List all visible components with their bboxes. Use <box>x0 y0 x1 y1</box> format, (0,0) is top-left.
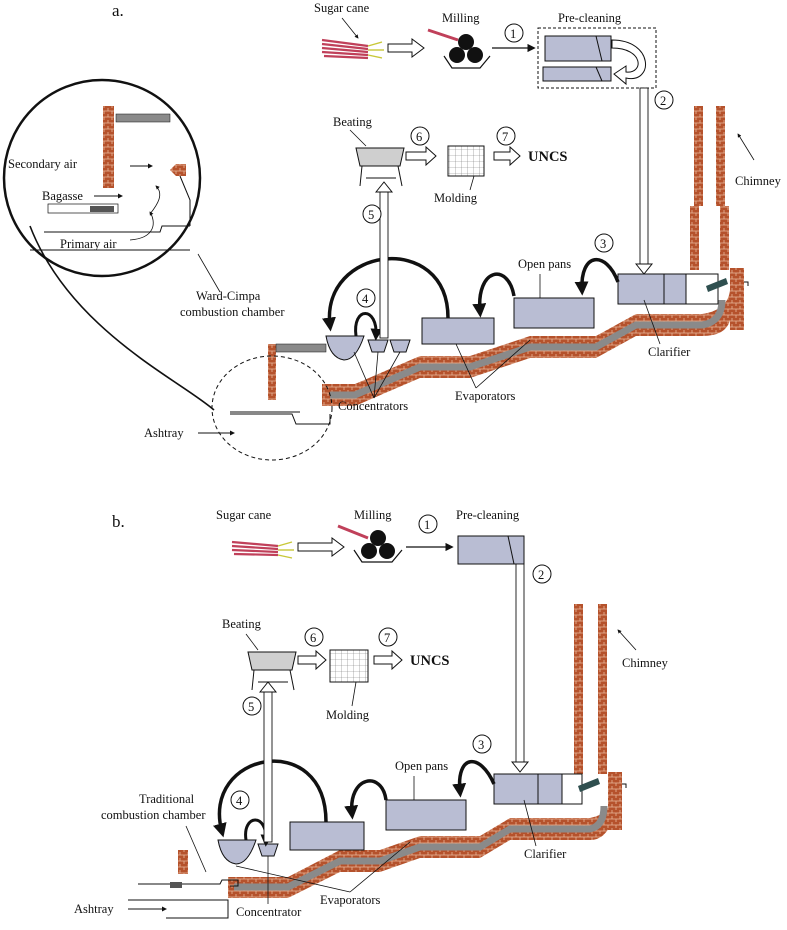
milling-rollers-icon <box>427 28 491 69</box>
step-3-number: 3 <box>600 237 606 251</box>
milling-rollers-icon-b <box>337 524 403 563</box>
step-2-number-b: 2 <box>538 568 544 582</box>
chamber-label-b1: Traditional <box>139 792 195 806</box>
primary-air-label: Primary air <box>60 237 117 251</box>
step-6-number: 6 <box>416 130 422 144</box>
step-7-number: 7 <box>502 130 508 144</box>
step-1-badge <box>504 23 524 43</box>
beating-label: Beating <box>333 115 373 129</box>
step-4-number-b: 4 <box>236 794 243 808</box>
chamber-label-2: combustion chamber <box>180 305 285 319</box>
molding-label-b: Molding <box>326 708 370 722</box>
recycle-arrow-icon <box>611 39 647 86</box>
pre-cleaning-label: Pre-cleaning <box>558 11 622 25</box>
clarifier-label: Clarifier <box>648 345 691 359</box>
flue-duct <box>330 299 726 399</box>
clarifier-label-b: Clarifier <box>524 847 567 861</box>
sugar-cane-icon <box>321 38 384 60</box>
evaporators-label-b: Evaporators <box>320 893 381 907</box>
milling-label: Milling <box>442 11 480 25</box>
flue-duct-b <box>234 805 608 891</box>
step-5-number: 5 <box>368 208 374 222</box>
concentrator-label-b: Concentrator <box>236 905 302 919</box>
evaporator-pan-b <box>289 821 365 851</box>
uncs-label: UNCS <box>528 149 567 165</box>
flow-arrow-hollow <box>387 38 425 58</box>
step-4-badge <box>356 288 376 308</box>
molding-grid-icon-b <box>329 649 369 683</box>
secondary-air-label: Secondary air <box>8 157 78 171</box>
chamber-label-1: Ward-Cimpa <box>196 289 261 303</box>
panel-b-label: b. <box>112 512 125 531</box>
pre-cleaning-label-b: Pre-cleaning <box>456 508 520 522</box>
pre-cleaning-box <box>537 27 657 89</box>
sugar-cane-label-b: Sugar cane <box>216 508 272 522</box>
step-2-badge <box>654 90 674 110</box>
beating-table-icon <box>355 147 405 187</box>
step-7-badge <box>496 126 516 146</box>
open-pan-b <box>385 799 467 831</box>
chimney-label-b: Chimney <box>622 656 669 670</box>
chimney <box>690 106 749 330</box>
sugar-cane-icon-b <box>231 540 294 559</box>
clarifier-tank <box>617 273 687 305</box>
step-5-badge <box>362 204 382 224</box>
evaporators-label: Evaporators <box>455 389 516 403</box>
beating-table-icon-b <box>247 651 297 691</box>
molding-grid-icon <box>447 145 485 177</box>
step-5-number-b: 5 <box>248 700 254 714</box>
chamber-label-b2: combustion chamber <box>101 808 206 822</box>
molding-label: Molding <box>434 191 478 205</box>
evaporator-pan <box>421 317 495 345</box>
open-pans-label: Open pans <box>518 257 571 271</box>
step-3-number-b: 3 <box>478 738 484 752</box>
ashtray-label-b: Ashtray <box>74 902 114 916</box>
sugar-cane-label: Sugar cane <box>314 1 370 15</box>
clarifier-tank-b <box>493 773 563 805</box>
concentrator-bowl-b <box>217 839 257 865</box>
magnified-chamber-circle <box>2 78 202 278</box>
step-1-number: 1 <box>510 27 516 41</box>
pre-cleaning-tank-b <box>457 535 525 565</box>
panel-b: b. Sugar cane Milling 1 Pre-cleaning <box>74 508 669 919</box>
uncs-label-b: UNCS <box>410 653 449 669</box>
pre-cleaning-tank-lower <box>542 66 612 82</box>
ashtray-label: Ashtray <box>144 426 184 440</box>
chimney-label: Chimney <box>735 174 782 188</box>
bagasse-label: Bagasse <box>42 189 83 203</box>
step-1-number-b: 1 <box>424 518 430 532</box>
pre-cleaning-tank-upper <box>544 35 612 62</box>
step-2-number: 2 <box>660 94 666 108</box>
step-3-badge <box>594 233 614 253</box>
step-6-number-b: 6 <box>310 631 316 645</box>
open-pan-1 <box>513 297 595 329</box>
concentrators-label: Concentrators <box>338 399 408 413</box>
concentrator-bowl <box>325 335 365 361</box>
milling-label-b: Milling <box>354 508 392 522</box>
panel-a: a. Sugar cane Milling <box>2 1 782 461</box>
step-6-badge <box>410 126 430 146</box>
open-pans-label-b: Open pans <box>395 759 448 773</box>
beating-label-b: Beating <box>222 617 262 631</box>
step-4-number: 4 <box>362 292 369 306</box>
step-7-number-b: 7 <box>384 631 390 645</box>
panel-a-label: a. <box>112 1 124 20</box>
